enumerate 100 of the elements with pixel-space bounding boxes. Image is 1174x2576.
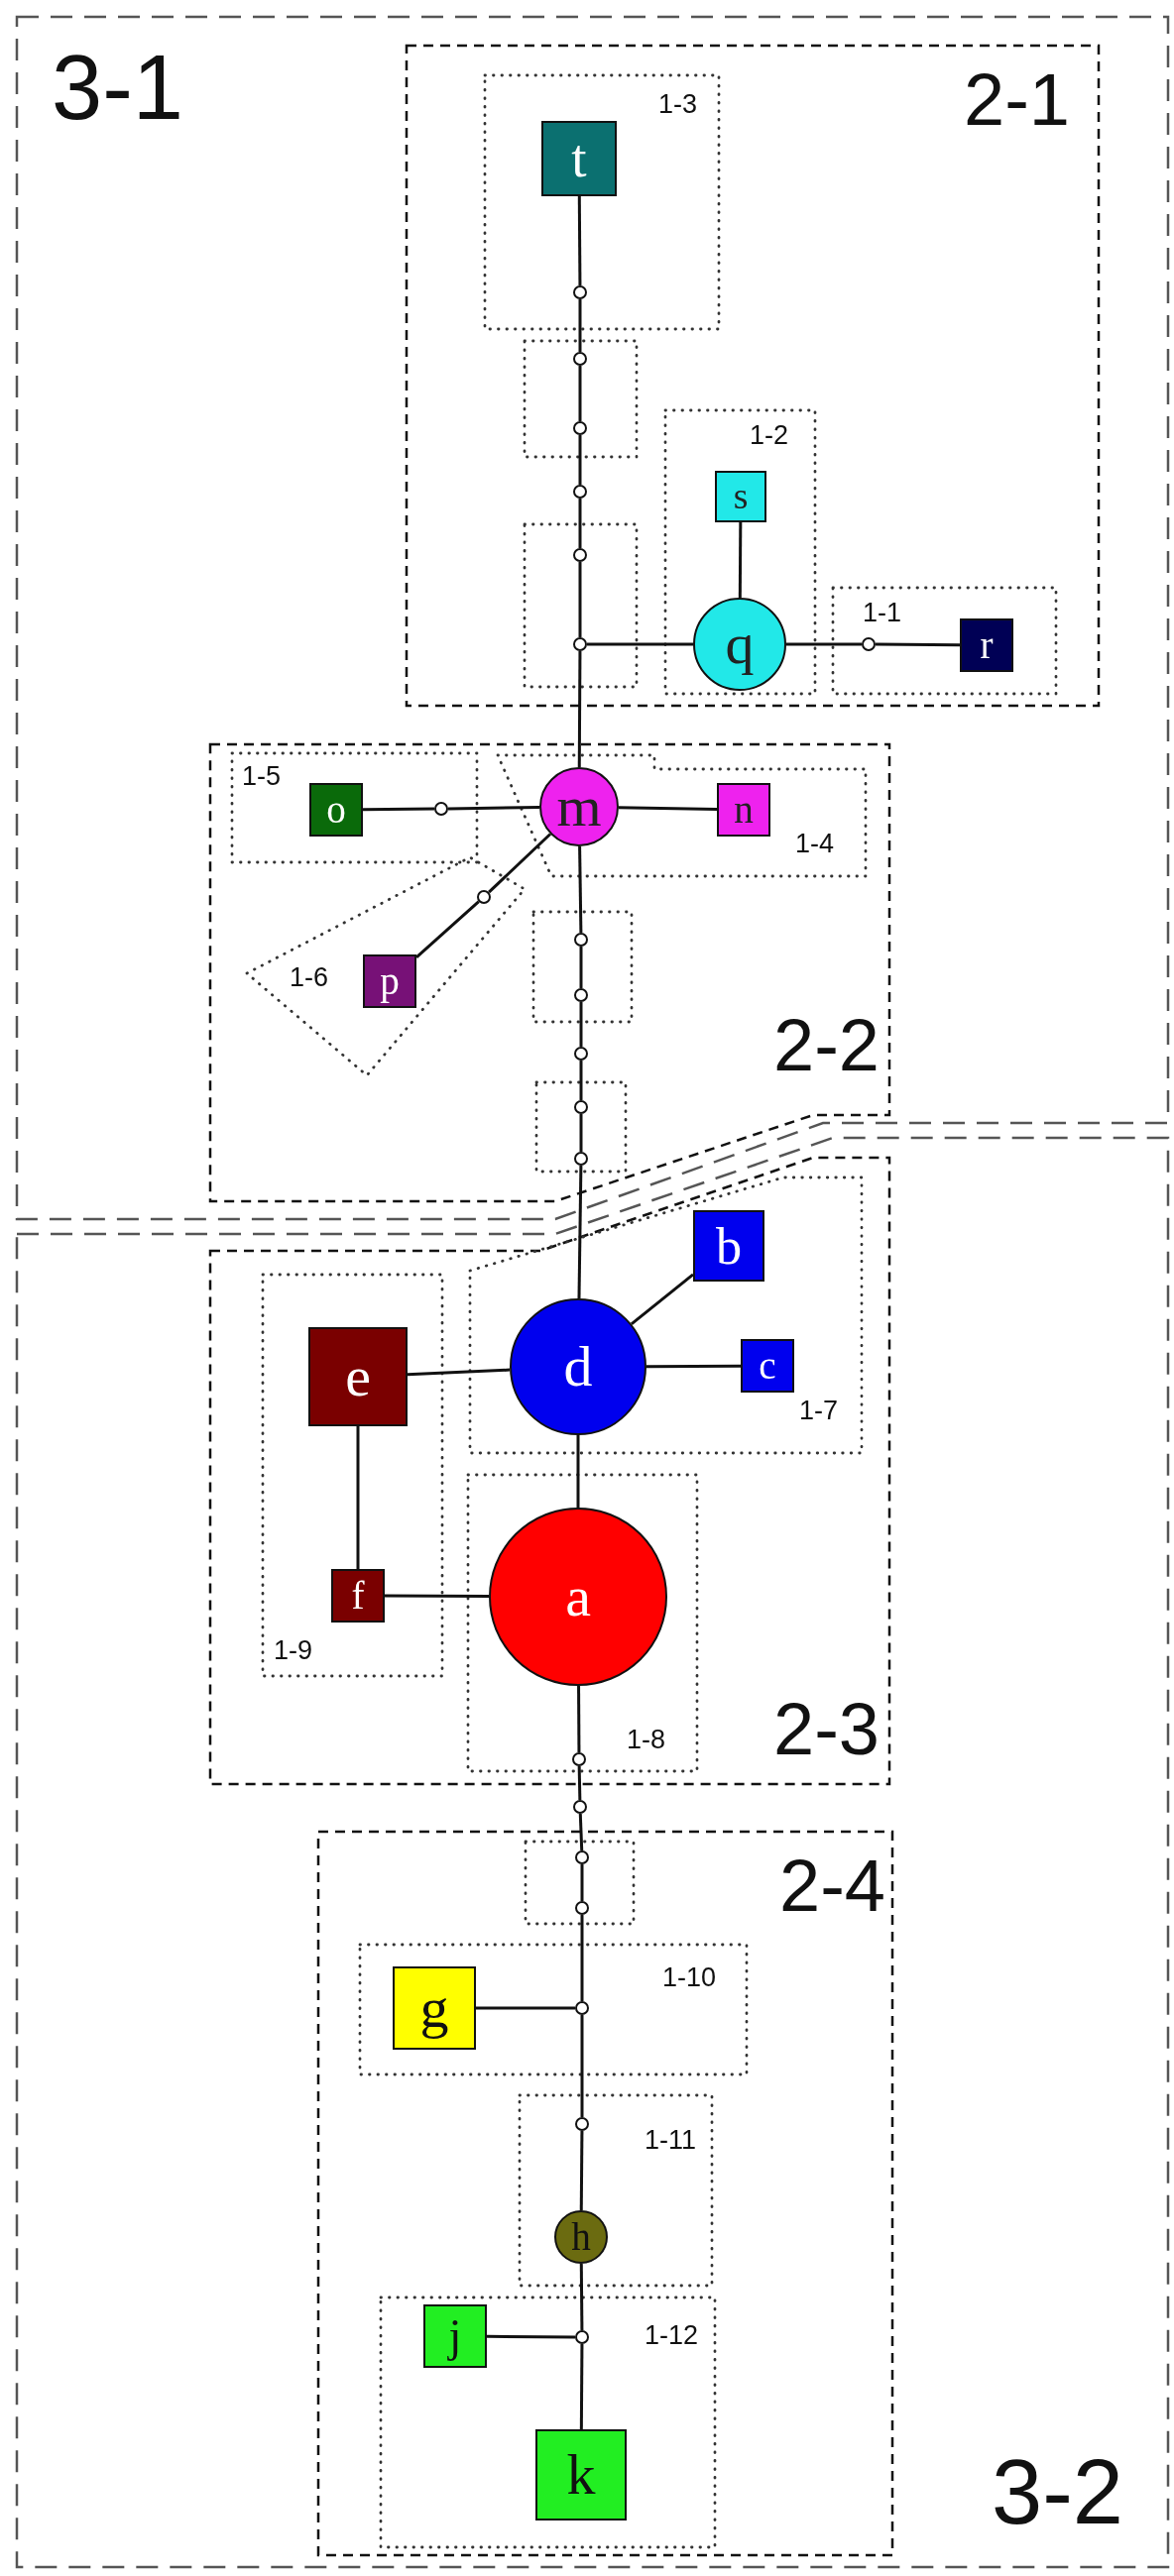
missing-haplotype-circle [573, 548, 587, 562]
haplotype-square: b [693, 1210, 764, 1282]
missing-haplotype-circle [573, 1800, 587, 1814]
connector-line [578, 1813, 584, 1851]
connector-line [587, 642, 693, 646]
haplotype-square: e [308, 1327, 408, 1426]
connector-line [356, 1426, 360, 1569]
clade-label: 1-10 [662, 1964, 717, 1991]
haplotype-square: f [331, 1569, 385, 1623]
clade-outline [665, 410, 815, 694]
clade-label: 2-3 [773, 1693, 880, 1766]
haplotype-square: n [717, 783, 770, 837]
clade-outline [525, 524, 637, 687]
connector-line [578, 499, 582, 548]
connector-line [578, 366, 582, 421]
connector-line [578, 562, 582, 637]
clade-outline [468, 1475, 697, 1771]
missing-haplotype-circle [574, 1152, 588, 1166]
clade-outline [526, 1842, 634, 1924]
clade-label: 1-11 [645, 2127, 697, 2154]
haplotype-square: t [541, 121, 617, 196]
haplotype-circle: d [510, 1298, 646, 1435]
connector-line [578, 299, 582, 352]
missing-haplotype-circle [575, 1850, 589, 1864]
missing-haplotype-circle [574, 933, 588, 947]
haplotype-square: r [960, 618, 1013, 672]
clade-label: 3-2 [992, 2446, 1123, 2537]
clade-outline [318, 1832, 892, 2555]
connector-line [618, 806, 718, 811]
missing-haplotype-circle [574, 988, 588, 1002]
missing-haplotype-circle [575, 1901, 589, 1915]
clade-label: 3-1 [52, 42, 183, 133]
connector-line [579, 2344, 584, 2429]
haplotype-square: j [423, 2304, 487, 2368]
connector-line [447, 806, 540, 811]
haplotype-square: p [363, 954, 416, 1008]
connector-line [578, 435, 582, 485]
clade-outline [263, 1275, 442, 1676]
haplotype-square: s [715, 471, 766, 522]
connector-line [488, 833, 551, 894]
connector-line [579, 2264, 584, 2330]
clade-label: 1-4 [795, 831, 835, 857]
clade-outline [17, 1138, 1168, 2567]
haplotype-square: k [535, 2429, 627, 2520]
connector-line [580, 2015, 584, 2117]
missing-haplotype-circle [573, 637, 587, 651]
connector-line [579, 1061, 583, 1100]
connector-line [576, 1435, 580, 1508]
clade-label: 1-5 [242, 763, 282, 790]
missing-haplotype-circle [574, 1047, 588, 1061]
clade-outline [232, 753, 477, 862]
clade-outline [525, 341, 637, 457]
connector-line [579, 1114, 583, 1152]
connector-line [579, 947, 583, 988]
connector-line [385, 1594, 489, 1599]
haplotype-square: g [393, 1966, 476, 2050]
missing-haplotype-circle [574, 1100, 588, 1114]
connector-line [415, 900, 480, 958]
clade-label: 1-7 [799, 1398, 839, 1424]
connector-line [876, 642, 960, 647]
missing-haplotype-circle [573, 285, 587, 299]
haplotype-circle: m [539, 767, 619, 846]
clade-label: 1-8 [627, 1727, 666, 1753]
connector-line [487, 2334, 575, 2339]
clade-label: 1-12 [645, 2322, 699, 2349]
clade-label: 1-2 [750, 422, 789, 449]
missing-haplotype-circle [575, 2001, 589, 2015]
haplotype-circle: q [693, 598, 786, 691]
clade-outline [210, 1158, 889, 1784]
clade-outline [210, 744, 889, 1201]
connector-line [476, 2006, 575, 2010]
connector-line [738, 522, 743, 598]
connector-line [630, 1273, 694, 1325]
missing-haplotype-circle [477, 890, 491, 904]
clade-outline [17, 17, 1168, 1219]
missing-haplotype-circle [862, 637, 876, 651]
clade-label: 1-3 [658, 91, 698, 118]
clade-outline [470, 1177, 862, 1453]
connector-line [577, 1165, 583, 1299]
missing-haplotype-circle [573, 485, 587, 499]
clade-label: 2-2 [773, 1009, 880, 1082]
connector-line [580, 1915, 584, 2001]
connector-line [579, 2131, 584, 2210]
connector-line [786, 642, 862, 646]
clade-label: 2-1 [964, 63, 1070, 137]
connector-line [577, 1765, 582, 1801]
clade-outline [485, 75, 719, 329]
missing-haplotype-circle [575, 2330, 589, 2344]
missing-haplotype-circle [575, 2117, 589, 2131]
haplotype-circle: h [554, 2210, 608, 2264]
clade-label: 1-6 [290, 964, 329, 991]
connector-line [646, 1364, 741, 1369]
clade-outline [533, 912, 632, 1022]
clade-label: 2-4 [779, 1849, 885, 1923]
missing-haplotype-circle [572, 1752, 586, 1766]
clade-outline [381, 2297, 715, 2547]
clade-outline [520, 2095, 712, 2286]
connector-line [578, 845, 583, 934]
clade-outline [498, 755, 866, 876]
clade-outline [247, 857, 525, 1075]
